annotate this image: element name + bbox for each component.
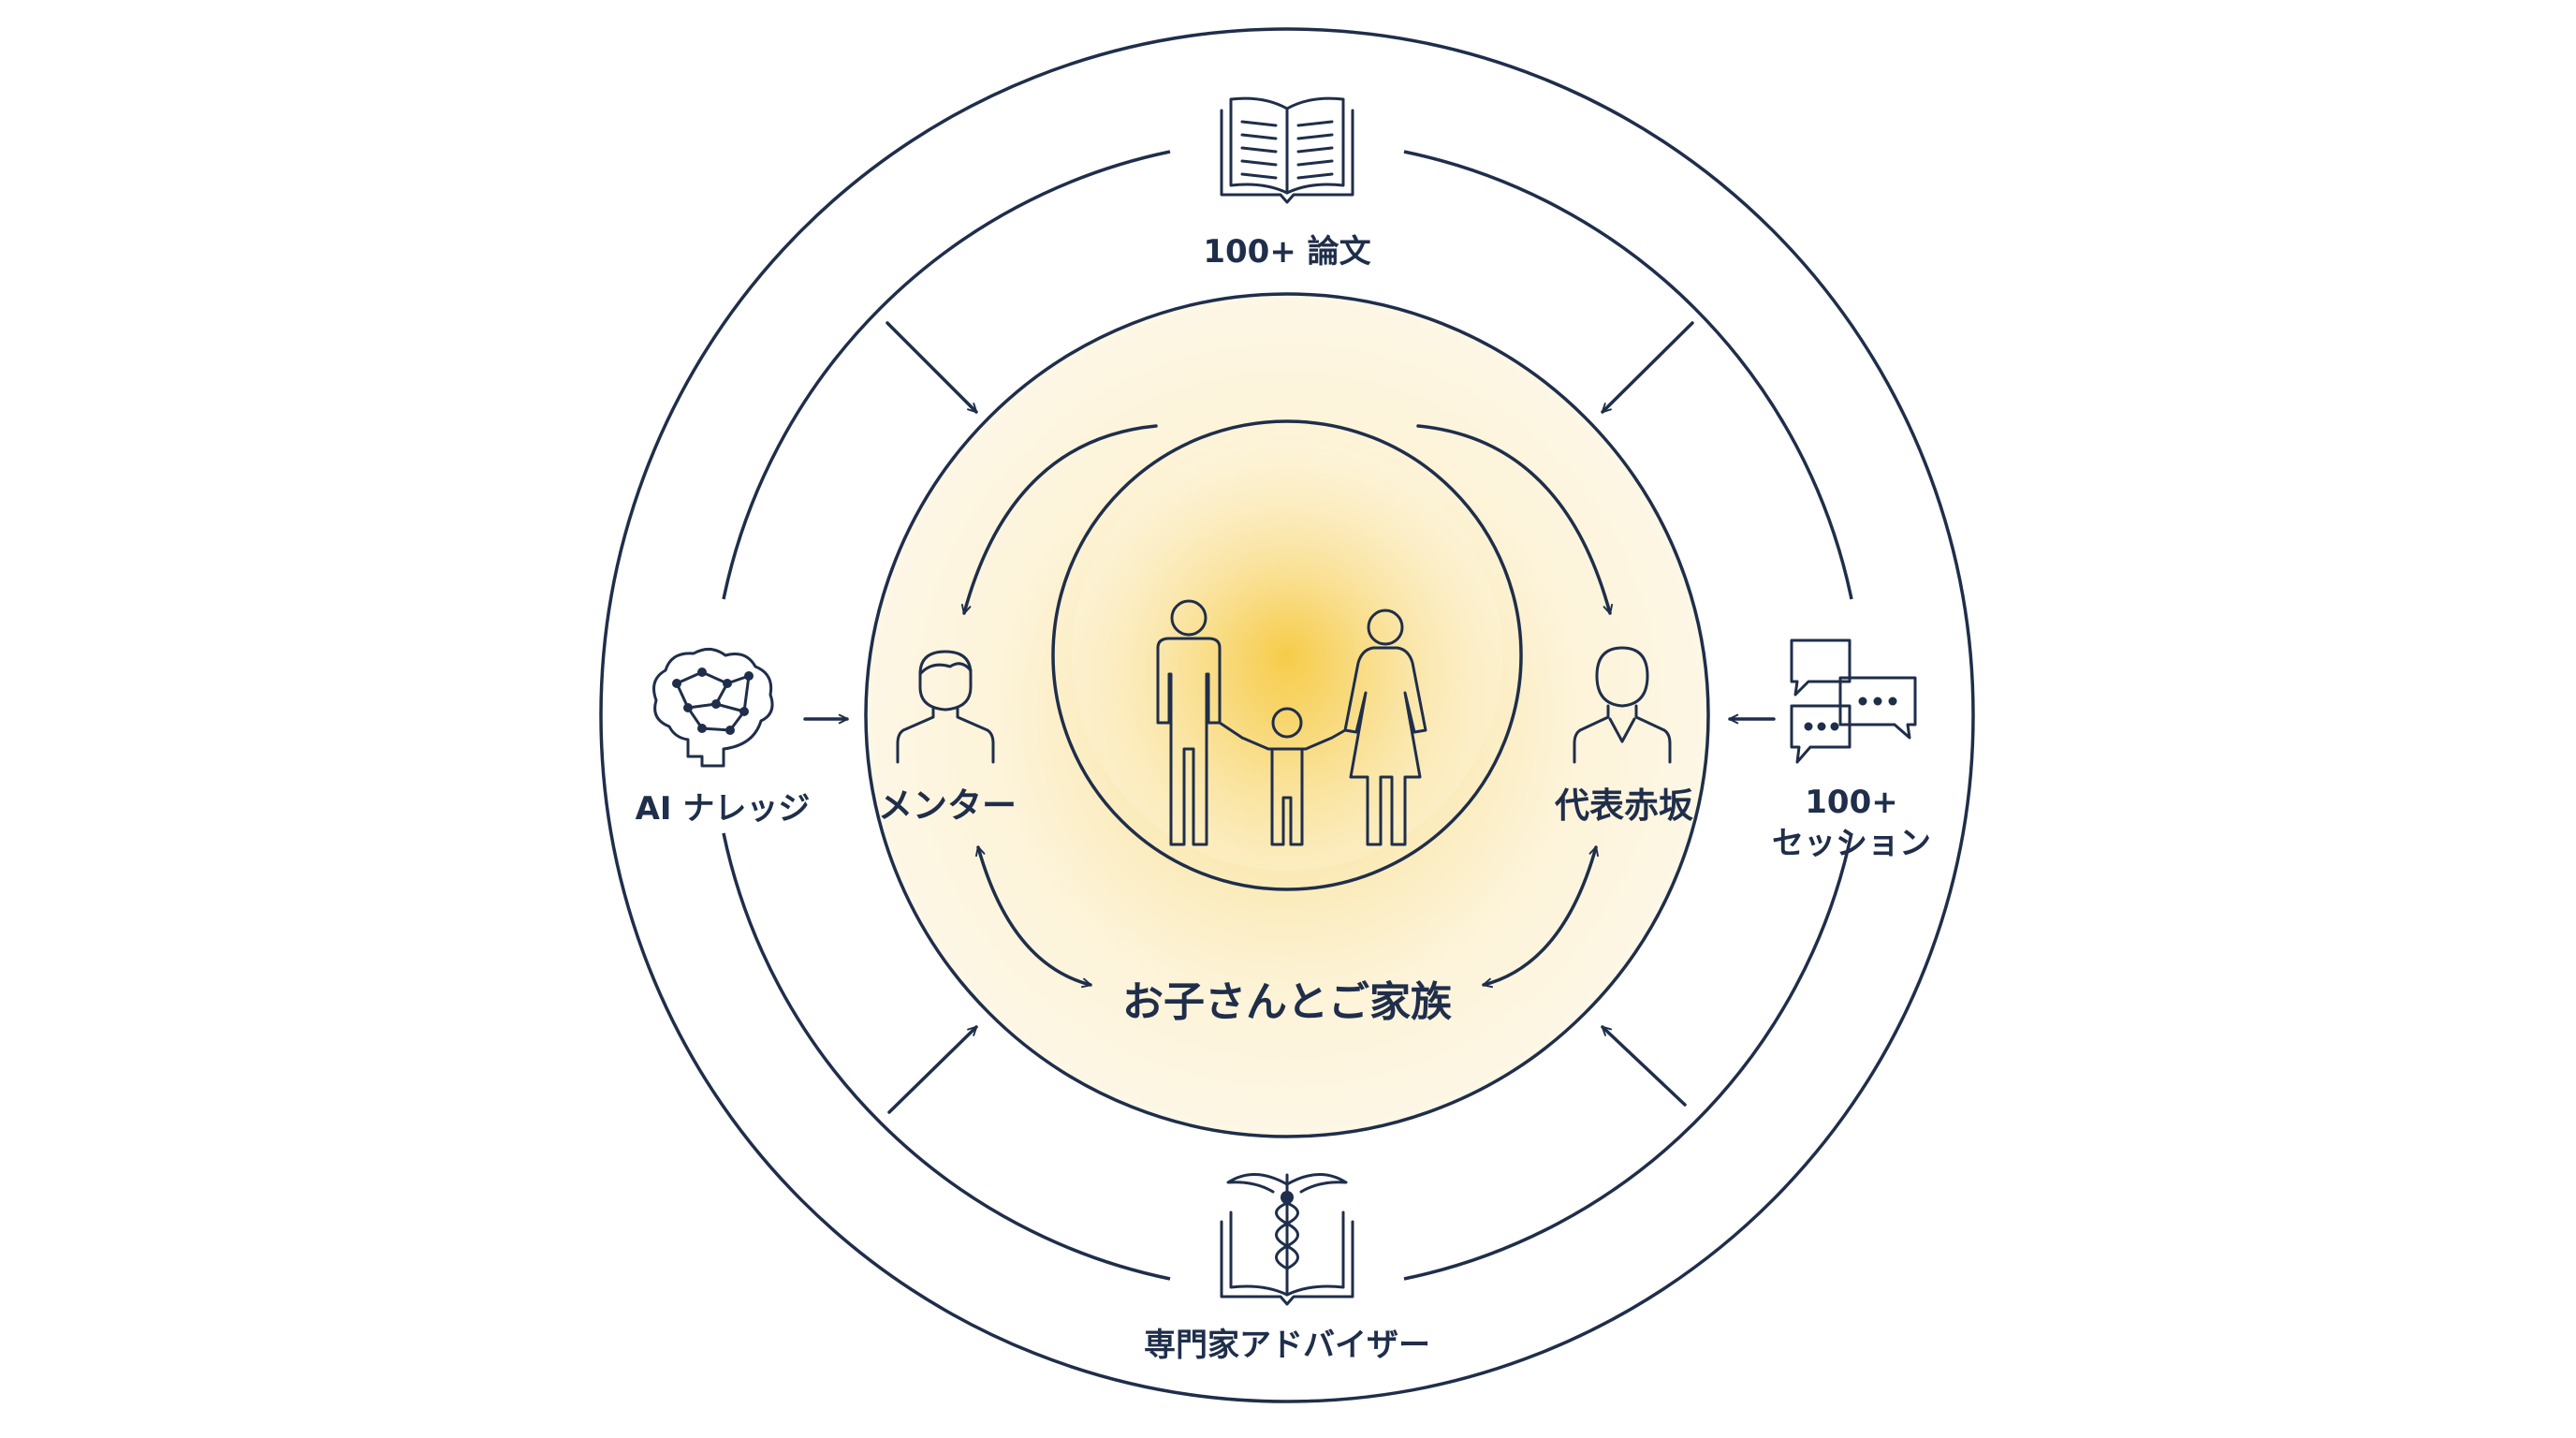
chat-bubbles-icon <box>1790 638 1917 764</box>
middle-ring-top <box>722 150 1171 600</box>
arrow-mentor-center <box>975 845 1092 989</box>
arrow-experts-rep <box>1601 1025 1687 1107</box>
arrow-rep-center <box>1482 845 1599 989</box>
papers-label: 100+ 論文 <box>1203 233 1370 271</box>
arrow-papers-mentor <box>886 321 978 414</box>
glow-ring <box>864 292 1710 1138</box>
brain-network-icon <box>652 648 774 768</box>
open-book-icon <box>1220 96 1354 204</box>
arrow-papers-rep <box>1601 321 1694 414</box>
middle-ring-bottom-left <box>722 832 1171 1281</box>
sessions-label-line2: セッション <box>1772 825 1931 862</box>
mentor-label: メンター <box>878 785 1017 826</box>
middle-ring-top-right <box>1403 150 1853 600</box>
arrow-top-left-curve <box>960 424 1158 615</box>
person-icon <box>896 650 995 764</box>
inner-ring <box>1051 419 1523 891</box>
ai-knowledge-label: AI ナレッジ <box>636 790 811 828</box>
outer-ring <box>599 27 1975 1403</box>
family-icon <box>1156 599 1427 846</box>
center-label: お子さんとご家族 <box>1122 978 1452 1026</box>
arrow-top-right-curve <box>1416 424 1614 615</box>
arrow-experts-mentor <box>887 1025 978 1114</box>
caduceus-book-icon <box>1220 1173 1354 1306</box>
expert-advisors-label: 専門家アドバイザー <box>1144 1327 1430 1364</box>
sessions-label-line1: 100+ <box>1805 784 1897 821</box>
person-bust-icon <box>1573 646 1672 764</box>
representative-label: 代表赤坂 <box>1554 785 1693 826</box>
middle-ring-bottom-right <box>1403 832 1853 1281</box>
inner-glow <box>1072 440 1502 871</box>
